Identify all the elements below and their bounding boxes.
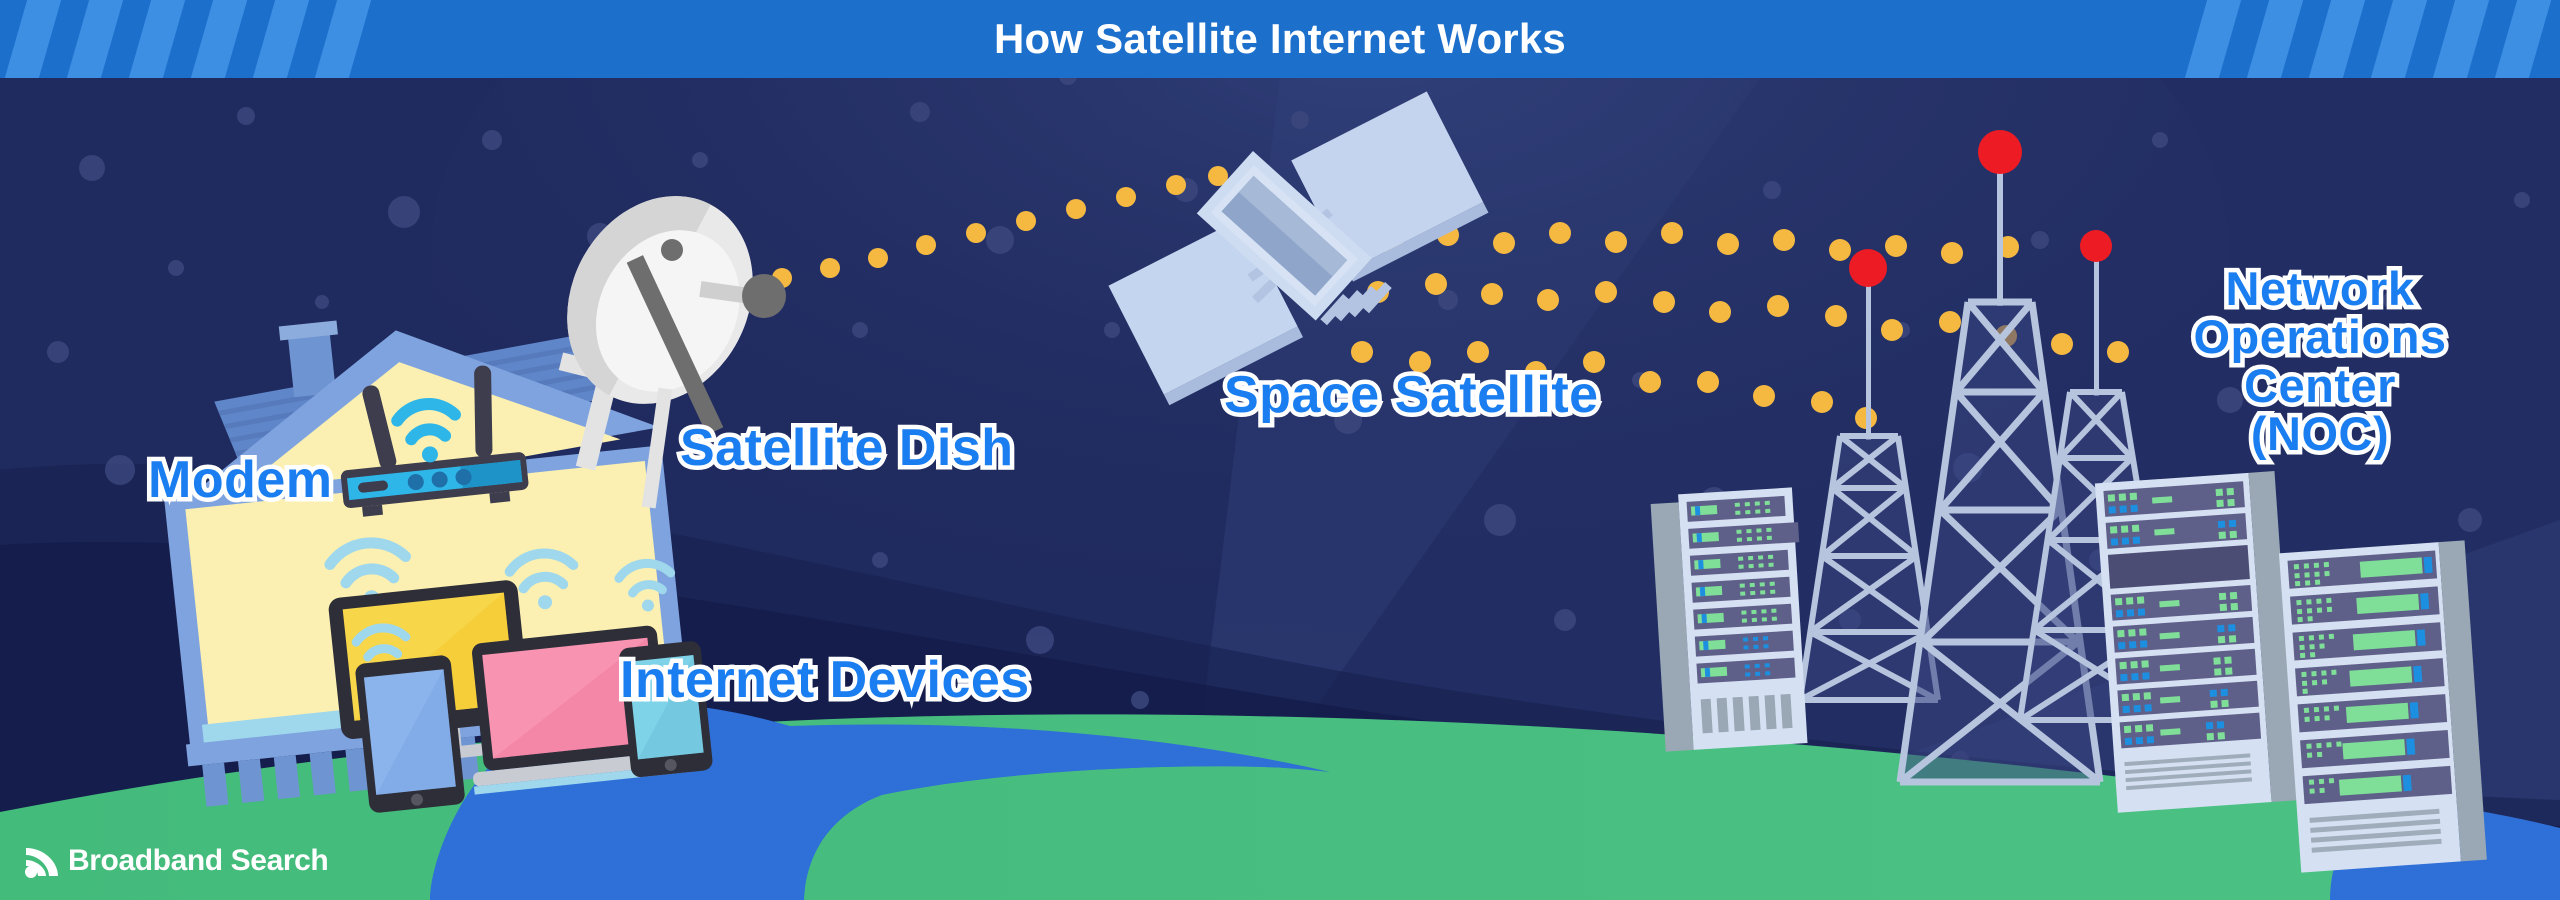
label-noc: Network Operations Center (NOC) xyxy=(2170,260,2470,463)
server-slots xyxy=(1686,495,1800,684)
server-vent-grid xyxy=(1700,693,1793,734)
wifi-signal-icon xyxy=(25,848,58,878)
label-modem: Modem xyxy=(144,447,337,514)
label-space-satellite: Space Satellite xyxy=(1220,362,1603,429)
tower-beacon-light xyxy=(1978,130,2022,174)
signal-beam-satellite-to-noc-upper xyxy=(1381,222,2019,264)
dish-arm-top-joint xyxy=(661,239,683,261)
dish-feed-arm xyxy=(626,255,724,435)
label-noc-line-4: (NOC) xyxy=(2246,405,2393,463)
wifi-dot-phone xyxy=(641,599,654,612)
label-noc-line-2: Operations xyxy=(2189,308,2451,366)
brand-logo-text: Broadband Search xyxy=(68,844,329,877)
signal-beam-dish-to-satellite xyxy=(772,166,1228,288)
tower-beacon-light xyxy=(1849,249,1887,287)
wifi-icon-phone xyxy=(614,558,676,598)
satellite-thrusters xyxy=(1320,281,1392,326)
wifi-icon-desktop xyxy=(324,537,412,589)
signal-beam-satellite-to-noc-middle xyxy=(1367,273,2129,363)
house xyxy=(164,320,713,813)
label-noc-line-3: Center xyxy=(2240,356,2400,414)
server-slots xyxy=(2103,481,2262,749)
communication-tower-left xyxy=(1797,249,1941,703)
wifi-icon-screen xyxy=(351,623,411,662)
wifi-router xyxy=(340,365,529,517)
smartphone xyxy=(619,641,713,778)
dish-lnb xyxy=(742,274,786,318)
server-rack-right-back xyxy=(2278,540,2487,873)
server-vent-grid xyxy=(2309,808,2442,853)
header-bar: How Satellite Internet Works xyxy=(0,0,2560,78)
wifi-dot-laptop xyxy=(538,595,553,610)
label-internet-devices: Internet Devices xyxy=(616,647,1034,714)
label-satellite-dish: Satellite Dish xyxy=(676,415,1018,482)
page-title: How Satellite Internet Works xyxy=(994,15,1566,62)
router-wifi-dot xyxy=(421,446,438,463)
dish-leg xyxy=(641,387,673,509)
label-noc-line-1: Network xyxy=(2221,260,2418,318)
server-slots xyxy=(2287,550,2453,805)
tower-beacon-light xyxy=(2080,230,2112,262)
space-satellite xyxy=(1108,91,1489,406)
router-wifi-icon xyxy=(391,398,461,446)
server-vent-grid xyxy=(2124,753,2253,791)
parabolic-satellite-dish xyxy=(558,196,786,509)
brand-logo: Broadband Search xyxy=(22,844,329,878)
house-chimney xyxy=(278,320,338,398)
server-rack-left xyxy=(1650,487,1808,752)
wifi-icon-laptop xyxy=(504,548,579,594)
tablet xyxy=(355,655,465,813)
server-rack-right-front xyxy=(2094,471,2298,813)
